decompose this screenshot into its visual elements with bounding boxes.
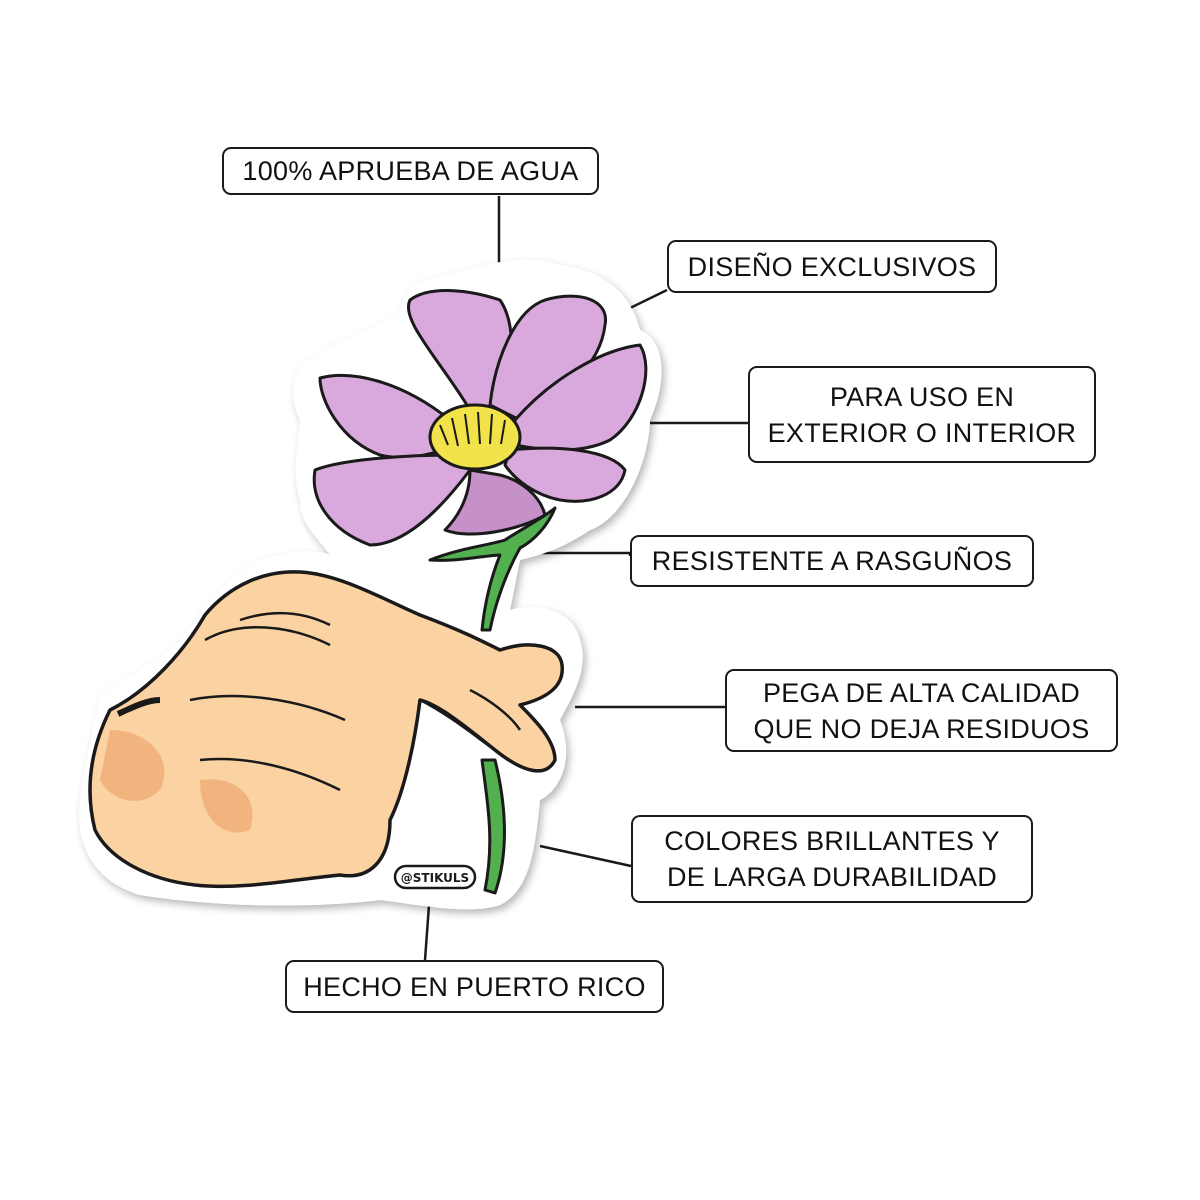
callout-indoor-outdoor-line1: PARA USO EN	[829, 381, 1015, 412]
callout-made-in-puerto-rico-text: HECHO EN PUERTO RICO	[303, 971, 646, 1002]
stem	[428, 506, 557, 895]
knuckle-lines	[189, 611, 496, 792]
callout-waterproof-text: 100% APRUEBA DE AGUA	[242, 156, 579, 186]
flower	[312, 289, 648, 547]
leader-line-colors	[539, 844, 632, 868]
leader-lines	[423, 196, 748, 961]
hand-shadow	[100, 730, 253, 833]
callout-high-quality-glue: PEGA DE ALTA CALIDAD QUE NO DEJA RESIDUO…	[725, 669, 1118, 752]
callout-indoor-outdoor-line2: EXTERIOR O INTERIOR	[767, 417, 1077, 448]
stikuls-logo: @STIKULS	[393, 864, 477, 890]
callout-exclusive-design-text: DISEÑO EXCLUSIVOS	[687, 251, 977, 282]
callout-bright-colors-line1: COLORES BRILLANTES Y	[664, 826, 1000, 856]
hand	[88, 570, 564, 889]
callout-scratch-resistant-text: RESISTENTE A RASGUÑOS	[651, 546, 1013, 576]
callout-scratch-resistant: RESISTENTE A RASGUÑOS	[630, 535, 1034, 587]
leader-line-made	[423, 904, 431, 961]
callout-high-quality-glue-line1: PEGA DE ALTA CALIDAD	[762, 677, 1081, 708]
callout-bright-colors: COLORES BRILLANTES Y DE LARGA DURABILIDA…	[631, 815, 1033, 903]
petal-lower-left	[312, 453, 472, 547]
leader-line-scratch	[542, 551, 632, 556]
petal-bottom	[443, 468, 547, 536]
callout-made-in-puerto-rico: HECHO EN PUERTO RICO	[285, 960, 664, 1013]
flower-center	[428, 403, 522, 471]
callout-high-quality-glue-line2: QUE NO DEJA RESIDUOS	[753, 713, 1090, 744]
callout-exclusive-design: DISEÑO EXCLUSIVOS	[667, 240, 997, 293]
callout-waterproof: 100% APRUEBA DE AGUA	[222, 147, 599, 195]
petal-lower-right	[503, 446, 627, 503]
callout-bright-colors-line2: DE LARGA DURABILIDAD	[666, 862, 998, 892]
cuff	[116, 697, 161, 717]
center-hatching	[439, 411, 506, 447]
logo-text: @STIKULS	[401, 871, 469, 885]
thumb-line	[469, 688, 522, 731]
callout-indoor-outdoor: PARA USO EN EXTERIOR O INTERIOR	[748, 366, 1096, 463]
